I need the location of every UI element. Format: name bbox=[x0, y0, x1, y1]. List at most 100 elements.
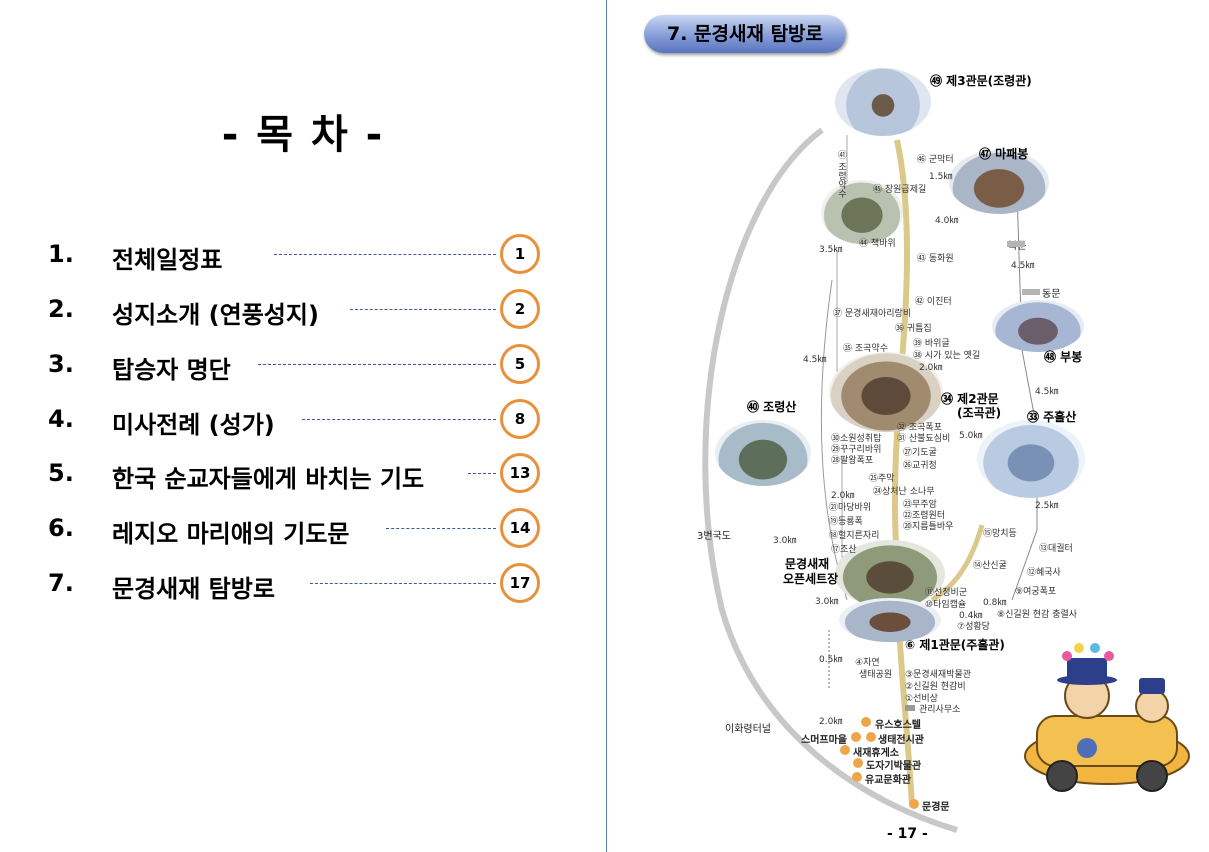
chaekbawi-photo bbox=[821, 180, 903, 244]
distance-label: 4.0㎞ bbox=[935, 216, 959, 226]
toc-item[interactable]: 4. 미사전례 (성가) 8 bbox=[48, 399, 540, 439]
bukmun-marker bbox=[1007, 241, 1025, 247]
bubong-photo bbox=[992, 300, 1084, 352]
distance-label: 4.5㎞ bbox=[1035, 387, 1059, 397]
trail-point-label: 생태공원 bbox=[859, 670, 893, 680]
toc-page-badge: 14 bbox=[500, 508, 540, 548]
toc-item[interactable]: 3. 탑승자 명단 5 bbox=[48, 344, 540, 384]
trail-point-label: ①선비상 bbox=[905, 694, 938, 704]
toc-leader-line bbox=[258, 364, 496, 365]
trail-point-label: ㊷ 이진터 bbox=[915, 297, 952, 307]
dongmun-marker bbox=[1022, 289, 1040, 295]
trail-point-label: ㉚소원성취탑 bbox=[831, 434, 882, 444]
trail-point-label: ⑰조산 bbox=[831, 545, 857, 555]
distance-label: 3.5㎞ bbox=[819, 245, 843, 255]
gate1-label: ⑥ 제1관문(주흘관) bbox=[905, 638, 1005, 652]
trail-point-label: ㉓무주암 bbox=[903, 500, 937, 510]
toc-page-badge: 2 bbox=[500, 289, 540, 329]
trail-point-label: ⑳지름틀바우 bbox=[903, 522, 954, 532]
trail-point-label: ㊱ 귀틈집 bbox=[895, 324, 932, 334]
toc-item-number: 1. bbox=[48, 240, 74, 268]
trail-point-label: ㊺ 장원급제길 bbox=[873, 185, 927, 195]
toc-item[interactable]: 2. 성지소개 (연풍성지) 2 bbox=[48, 289, 540, 329]
gate2-sub-label: (조곡관) bbox=[957, 406, 1002, 420]
toc-page: - 목 차 - 1. 전체일정표 1 2. 성지소개 (연풍성지) 2 3. 탑… bbox=[48, 112, 540, 603]
toc-item[interactable]: 6. 레지오 마리애의 기도문 14 bbox=[48, 508, 540, 548]
bubong-label: ㊽ 부봉 bbox=[1044, 350, 1083, 364]
toc-item-number: 4. bbox=[48, 405, 74, 433]
toc-page-badge: 5 bbox=[500, 344, 540, 384]
trail-point-label: ⑫혜국사 bbox=[1027, 568, 1061, 578]
trail-point-label: ㊳ 시가 있는 옛길 bbox=[913, 351, 981, 361]
toc-leader-line bbox=[386, 528, 496, 529]
distance-label: 4.5㎞ bbox=[1011, 261, 1035, 271]
distance-label: 0.8㎞ bbox=[983, 598, 1007, 608]
trail-point-label: ㉑마당바위 bbox=[829, 503, 872, 513]
trail-point-label: ㉕주막 bbox=[869, 474, 895, 484]
mascot-car-illustration bbox=[1024, 643, 1190, 792]
mungyeong-gate-label: 문경문 bbox=[922, 802, 950, 813]
trail-point-label: ⑦성황당 bbox=[957, 622, 990, 632]
trail-point-label: ㉖교귀정 bbox=[903, 461, 937, 471]
facility-dot bbox=[852, 772, 862, 782]
juheulsan-photo bbox=[977, 420, 1085, 498]
facility-dot bbox=[853, 758, 863, 768]
youth-hostel-label: 유스호스텔 bbox=[875, 720, 921, 731]
gate2-photo bbox=[829, 352, 943, 432]
toc-leader-line bbox=[274, 254, 496, 255]
toc-item-label: 문경새재 탐방로 bbox=[112, 575, 275, 603]
openset-photo bbox=[835, 540, 945, 608]
toc-item[interactable]: 1. 전체일정표 1 bbox=[48, 234, 540, 274]
juheulsan-label: ㉝ 주흘산 bbox=[1027, 410, 1077, 424]
road3-label: 3번국도 bbox=[697, 531, 731, 542]
trail-point-label: ⑮망치등 bbox=[983, 529, 1017, 539]
rest-area-label: 새재휴게소 bbox=[853, 748, 899, 759]
distance-label: 2.0㎞ bbox=[831, 491, 855, 501]
trail-point-label: ㊲ 문경새재아리랑비 bbox=[833, 309, 912, 319]
distance-label: 2.0㎞ bbox=[819, 717, 843, 727]
trail-point-label: ㉟ 조곡약수 bbox=[843, 344, 888, 354]
distance-label: 0.5㎞ bbox=[819, 655, 843, 665]
toc-leader-line bbox=[350, 309, 496, 310]
trail-point-label: ㊸ 동화원 bbox=[917, 254, 954, 264]
facility-dot bbox=[851, 732, 861, 742]
side-trail-line bbox=[930, 524, 985, 603]
distance-label: 2.0㎞ bbox=[919, 363, 943, 373]
gate1-photo bbox=[839, 598, 941, 642]
trail-point-label: ㉜ 조곡폭포 bbox=[897, 423, 942, 433]
trail-point-label: ③문경새재박물관 bbox=[905, 670, 972, 680]
distance-label: 3.0㎞ bbox=[773, 536, 797, 546]
openset-sub-label: 오픈세트장 bbox=[783, 572, 839, 586]
trail-point-label: ㉔상처난 소나무 bbox=[873, 487, 935, 497]
gate2-label: ㉞ 제2관문 bbox=[941, 392, 999, 406]
trail-point-label: ㉗기도굴 bbox=[903, 448, 937, 458]
trail-point-label: ㉙꾸구리바위 bbox=[831, 445, 882, 455]
toc-item-label: 전체일정표 bbox=[112, 246, 223, 274]
toc-item[interactable]: 5. 한국 순교자들에게 바치는 기도 13 bbox=[48, 453, 540, 493]
toc-item-number: 2. bbox=[48, 295, 74, 323]
toc-title: - 목 차 - bbox=[221, 112, 385, 158]
toc-item-label: 탑승자 명단 bbox=[112, 356, 231, 384]
section-banner: 7. 문경새재 탐방로 bbox=[644, 15, 846, 53]
toc-leader-line bbox=[310, 583, 496, 584]
toc-item[interactable]: 7. 문경새재 탐방로 17 bbox=[48, 563, 540, 603]
joryeongsan-label: ㊵ 조령산 bbox=[747, 400, 797, 414]
toc-item-label: 한국 순교자들에게 바치는 기도 bbox=[112, 465, 425, 493]
pottery-museum-label: 도자기박물관 bbox=[866, 761, 922, 772]
trail-point-label: ⑬대궐터 bbox=[1039, 544, 1073, 554]
facility-dot bbox=[861, 717, 871, 727]
trail-point-label: ⑲등룡폭 bbox=[829, 517, 863, 527]
distance-label: 1.5㎞ bbox=[929, 172, 953, 182]
trail-point-label: ㊶ 조령약수 bbox=[836, 150, 846, 198]
distance-label: 0.4㎞ bbox=[959, 611, 983, 621]
toc-leader-line bbox=[302, 419, 496, 420]
trail-point-label: ㊴ 바위글 bbox=[913, 339, 950, 349]
distance-label: 2.5㎞ bbox=[1035, 501, 1059, 511]
toc-page-badge: 17 bbox=[500, 563, 540, 603]
confucian-hall-label: 유교문화관 bbox=[865, 775, 911, 786]
trail-point-label: ⑪선정비군 bbox=[925, 588, 968, 598]
trail-point-label: ㊹ 책바위 bbox=[859, 239, 896, 249]
office-marker bbox=[905, 705, 915, 711]
trail-point-label: 관리사무소 bbox=[919, 705, 961, 715]
toc-item-label: 미사전례 (성가) bbox=[112, 411, 275, 439]
